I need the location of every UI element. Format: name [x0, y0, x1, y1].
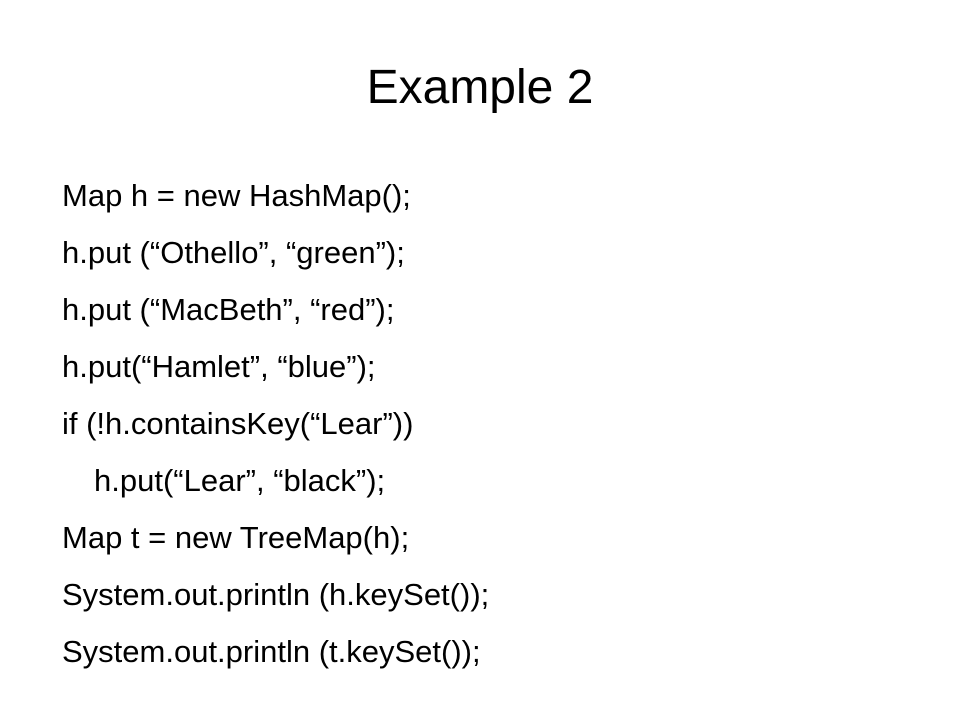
code-line: System.out.println (t.keySet());	[62, 634, 481, 669]
code-line-indented: h.put(“Lear”, “black”);	[94, 463, 386, 498]
slide-title: Example 2	[366, 61, 594, 114]
code-line: System.out.println (h.keySet());	[62, 577, 490, 612]
code-line: Map t = new TreeMap(h);	[62, 520, 410, 555]
code-line: if (!h.containsKey(“Lear”))	[62, 406, 414, 441]
code-line: h.put (“MacBeth”, “red”);	[62, 292, 395, 327]
code-line: Map h = new HashMap();	[62, 178, 411, 213]
code-line: h.put(“Hamlet”, “blue”);	[62, 349, 376, 384]
code-listing: Map h = new HashMap(); h.put (“Othello”,…	[62, 167, 942, 680]
code-line: h.put (“Othello”, “green”);	[62, 235, 405, 270]
